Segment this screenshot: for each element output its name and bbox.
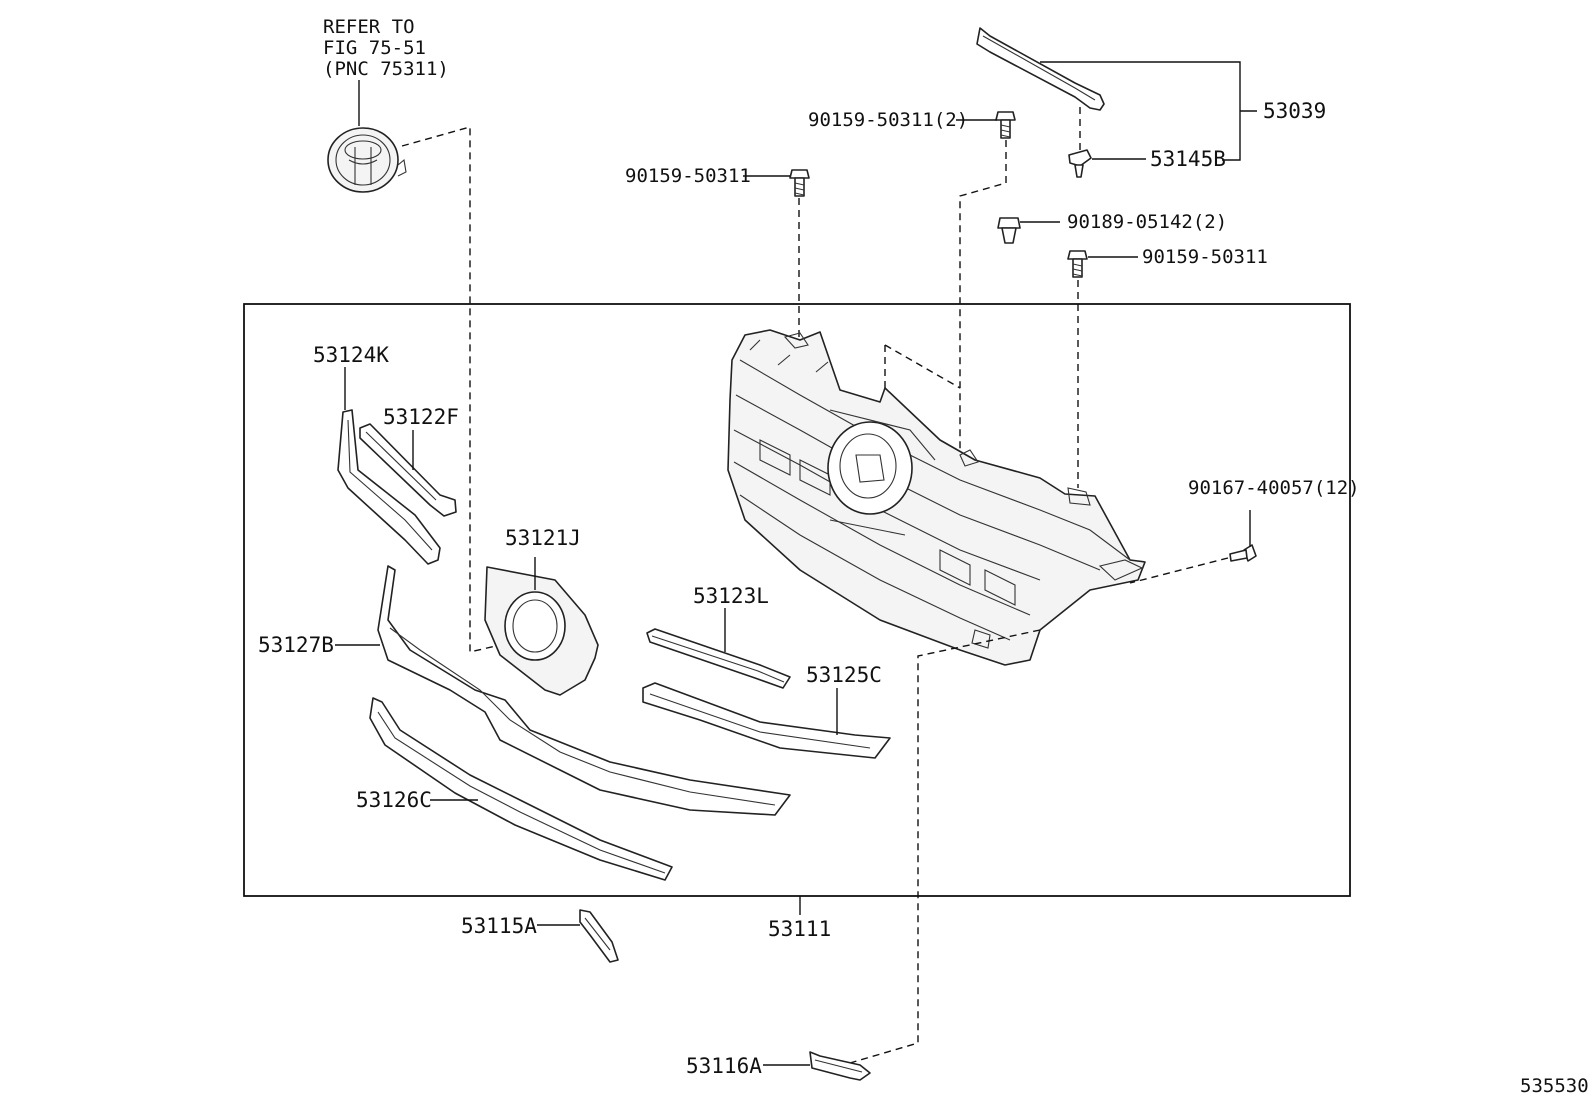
part-53122F xyxy=(359,423,457,517)
part-53116A xyxy=(809,1051,871,1081)
part-53127B xyxy=(377,565,791,816)
label-53127B: 53127B xyxy=(258,633,334,657)
label-90159-50311-2: 90159-50311(2) xyxy=(808,109,968,131)
label-90167-40057-12: 90167-40057(12) xyxy=(1188,477,1360,499)
dash-53116A xyxy=(849,629,1041,1064)
dash-90159-2 xyxy=(959,140,1007,455)
bolt-90159-2 xyxy=(995,111,1016,139)
part-53124K xyxy=(337,409,441,565)
refer-note-line-3: (PNC 75311) xyxy=(323,58,449,80)
part-53145B xyxy=(1068,149,1092,178)
refer-note-line-1: REFER TO xyxy=(323,16,415,38)
bolt-90159-b xyxy=(1067,250,1088,278)
label-53125C: 53125C xyxy=(806,663,882,687)
label-53039: 53039 xyxy=(1263,99,1326,123)
label-53126C: 53126C xyxy=(356,788,432,812)
part-53039 xyxy=(976,27,1105,111)
label-53115A: 53115A xyxy=(461,914,537,938)
label-90189-05142-2: 90189-05142(2) xyxy=(1067,211,1227,233)
bracket-53039 xyxy=(1040,61,1257,161)
refer-note-line-2: FIG 75-51 xyxy=(323,37,426,59)
label-53123L: 53123L xyxy=(693,584,769,608)
clip-90189 xyxy=(997,217,1021,244)
label-53124K: 53124K xyxy=(313,343,389,367)
label-90159-50311-b: 90159-50311 xyxy=(1142,246,1268,268)
dash-90167 xyxy=(1129,557,1229,584)
label-53121J: 53121J xyxy=(505,526,581,550)
part-53123L xyxy=(646,628,791,689)
dash-grille-top xyxy=(884,344,961,389)
emblem-part xyxy=(327,127,407,193)
label-90159-50311-a: 90159-50311 xyxy=(625,165,751,187)
part-53125C xyxy=(642,682,891,759)
part-53121J xyxy=(484,566,599,696)
grille-body xyxy=(727,329,1146,666)
figure-number: 535530 xyxy=(1520,1075,1589,1097)
part-53115A xyxy=(579,909,619,963)
label-53111: 53111 xyxy=(768,917,831,941)
label-53145B: 53145B xyxy=(1150,147,1226,171)
label-53116A: 53116A xyxy=(686,1054,762,1078)
bolt-90159-a xyxy=(789,169,810,197)
part-53126C xyxy=(369,697,673,881)
grille-assembly-frame xyxy=(243,303,1351,897)
bolt-90167 xyxy=(1229,544,1257,562)
label-53122F: 53122F xyxy=(383,405,459,429)
